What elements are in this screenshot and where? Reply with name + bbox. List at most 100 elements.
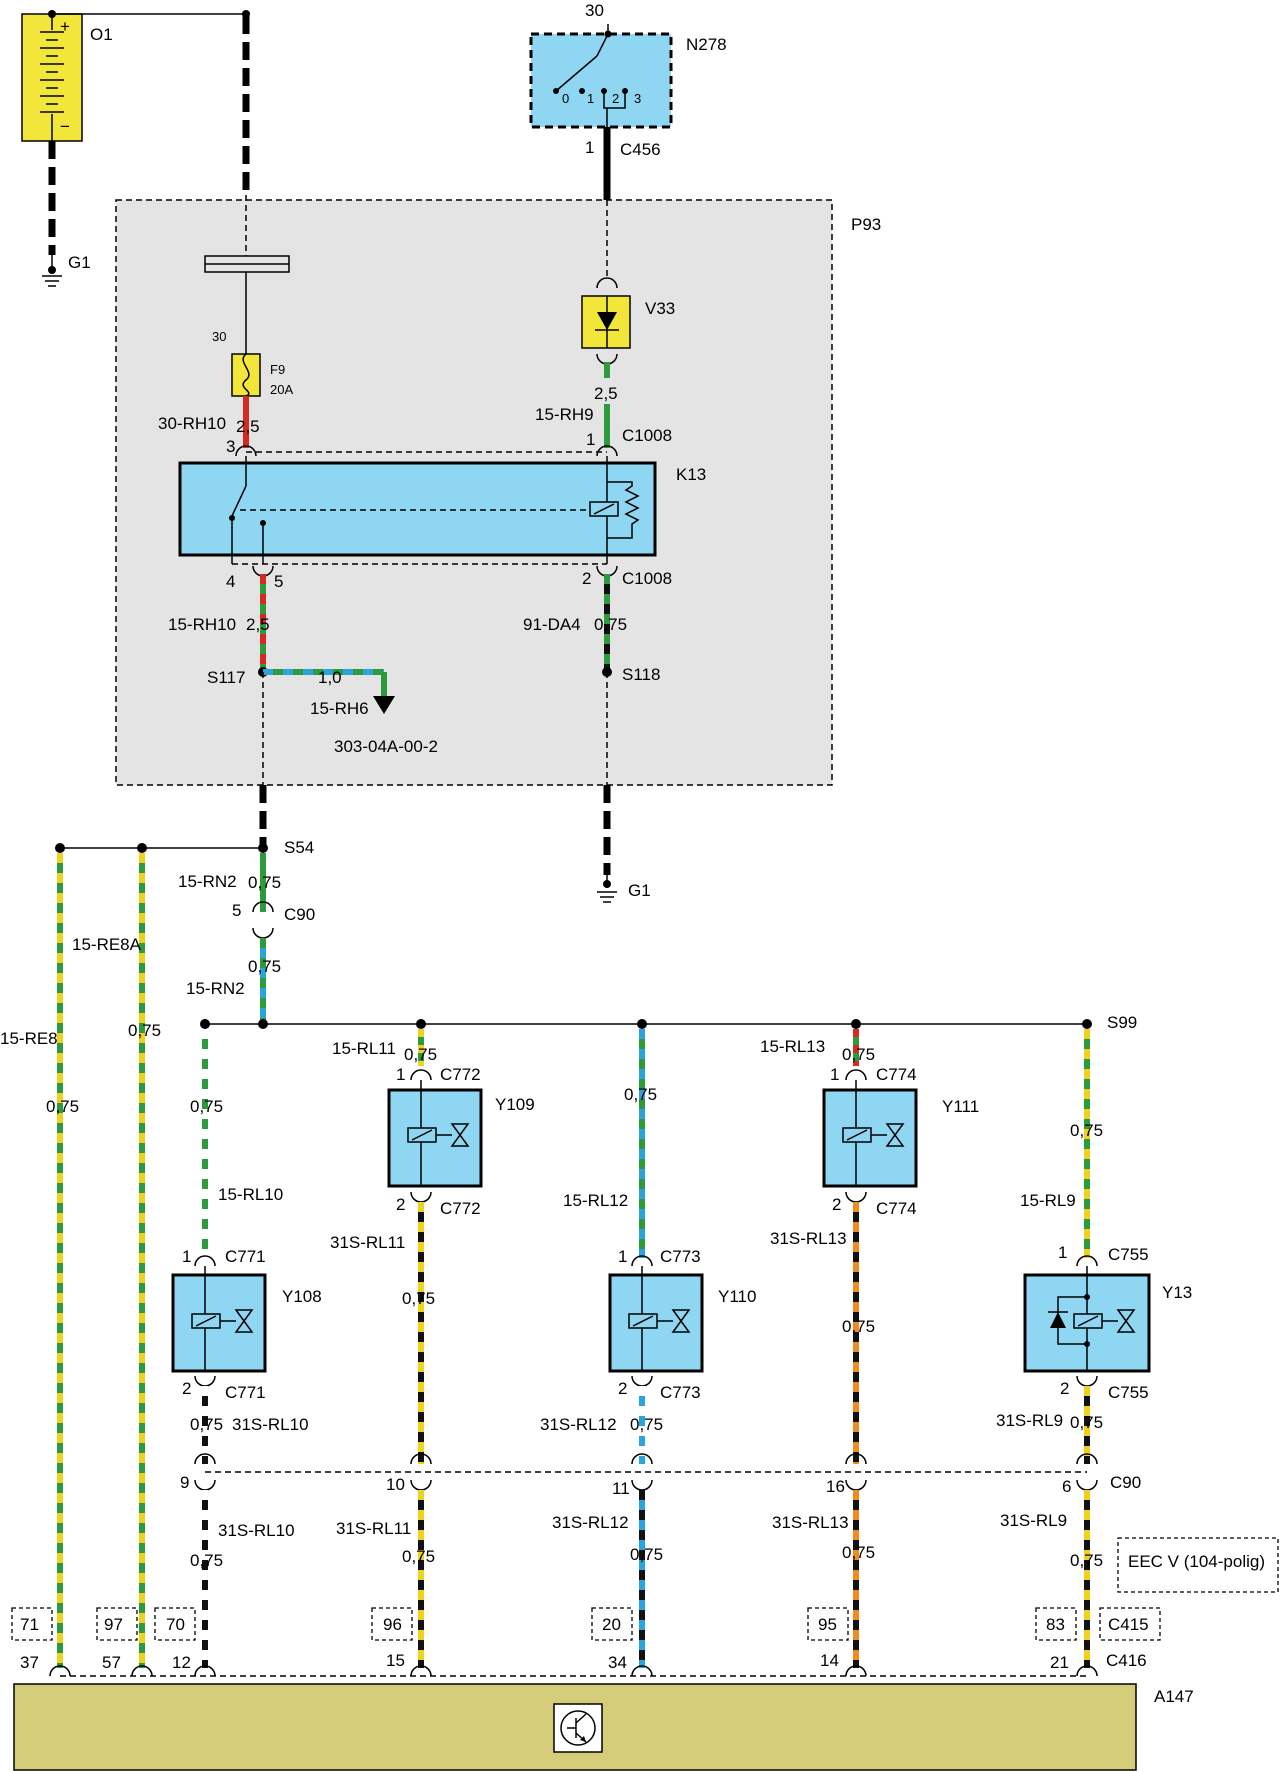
eec-pin-83: 83 <box>1046 1615 1065 1634</box>
c771-top-label: C771 <box>225 1247 266 1266</box>
c773-top-label: C773 <box>660 1247 701 1266</box>
ecu-pin-34: 34 <box>608 1653 627 1672</box>
valve-y13-label: Y13 <box>1162 1283 1192 1302</box>
c90-pin-9: 9 <box>180 1473 189 1492</box>
switch-pos-0: 0 <box>562 91 569 106</box>
c773-bottom-label: C773 <box>660 1383 701 1402</box>
wire-15rl9-label: 15-RL9 <box>1020 1191 1076 1210</box>
c90-pin-5: 5 <box>232 901 241 920</box>
ecu-type-label: EEC V (104-polig) <box>1128 1552 1265 1571</box>
switch-pos-3: 3 <box>634 91 641 106</box>
y13-pin-2: 2 <box>1060 1379 1069 1398</box>
wire-15rh6-label: 15-RH6 <box>310 699 369 718</box>
ecu-a147-label: A147 <box>1154 1687 1194 1706</box>
eec-pin-95: 95 <box>818 1615 837 1634</box>
y13-pin-1: 1 <box>1058 1243 1067 1262</box>
splice-s99-label: S99 <box>1107 1013 1137 1032</box>
size-075-rl11: 0,75 <box>404 1045 437 1064</box>
diode-v33-label: V33 <box>645 299 675 318</box>
c1008-bottom-label: C1008 <box>622 569 672 588</box>
y109-pin-2: 2 <box>396 1195 405 1214</box>
c774-top-label: C774 <box>876 1065 917 1084</box>
wire-31srl11-b-label: 31S-RL11 <box>336 1519 411 1538</box>
ignition-switch-label: N278 <box>686 35 727 54</box>
wire-31srl10-b-label: 31S-RL10 <box>218 1521 295 1540</box>
ground-g1-mid-label: G1 <box>628 881 651 900</box>
wire-15rl13-label: 15-RL13 <box>760 1037 825 1056</box>
eec-pin-70: 70 <box>166 1615 185 1634</box>
k13-pin-5: 5 <box>274 572 283 591</box>
valve-y109-label: Y109 <box>495 1095 535 1114</box>
wire-31srl12-b-label: 31S-RL12 <box>552 1513 629 1532</box>
valve-y110 <box>608 1273 704 1373</box>
size-075-y108b: 0,75 <box>190 1415 223 1434</box>
wire-15rn2-b-label: 15-RN2 <box>186 979 245 998</box>
eec-pin-20: 20 <box>602 1615 621 1634</box>
wire-15rh9-label: 15-RH9 <box>535 405 594 424</box>
size-075-rl13: 0,75 <box>842 1045 875 1064</box>
y110-pin-1: 1 <box>618 1247 627 1266</box>
size-075-e13: 0,75 <box>842 1543 875 1562</box>
wire-31srl9-b-label: 31S-RL9 <box>1000 1511 1067 1530</box>
c90-pin-6: 6 <box>1062 1477 1071 1496</box>
wire-31srl12-a-label: 31S-RL12 <box>540 1415 617 1434</box>
ecu-pin-21: 21 <box>1050 1653 1069 1672</box>
c90-pin-10: 10 <box>386 1475 405 1494</box>
size-075-e12: 0,75 <box>630 1545 663 1564</box>
ignition-switch-terminal: 30 <box>585 1 604 20</box>
ecu-pin-14: 14 <box>820 1651 839 1670</box>
valve-y108-label: Y108 <box>282 1287 322 1306</box>
c755-top-label: C755 <box>1108 1245 1149 1264</box>
c415-label: C415 <box>1108 1615 1149 1634</box>
ground-symbol-top <box>42 255 62 287</box>
size-075-rl12: 0,75 <box>624 1085 657 1104</box>
k13-pin-4: 4 <box>226 572 235 591</box>
size-075-a: 0,75 <box>594 615 627 634</box>
ecu-pin-12: 12 <box>172 1653 191 1672</box>
size-075-y109b: 0,75 <box>402 1289 435 1308</box>
fuse-f9-rating: 20A <box>270 382 293 397</box>
valve-y111-label: Y111 <box>942 1097 979 1116</box>
relay-k13 <box>178 461 657 557</box>
eec-pin-71: 71 <box>20 1615 39 1634</box>
size-075-e10: 0,75 <box>190 1551 223 1570</box>
wire-31srl10-a-label: 31S-RL10 <box>232 1415 309 1434</box>
battery-plus-sign: + <box>60 17 70 36</box>
ecu-pin-15: 15 <box>386 1651 405 1670</box>
ground-symbol-mid <box>597 875 617 903</box>
wire-31srl13-b-label: 31S-RL13 <box>772 1513 849 1532</box>
wire-31srl9-a-label: 31S-RL9 <box>996 1411 1063 1430</box>
y111-pin-2: 2 <box>832 1195 841 1214</box>
wire-15re8-label: 15-RE8 <box>0 1029 58 1048</box>
c755-bottom-label: C755 <box>1108 1383 1149 1402</box>
wire-31srl11-a-label: 31S-RL11 <box>330 1233 405 1252</box>
ecu-pin-57: 57 <box>102 1653 121 1672</box>
ecu-pin-37: 37 <box>20 1653 39 1672</box>
c90-top-label: C90 <box>284 905 315 924</box>
battery-label: O1 <box>90 25 113 44</box>
wire-15rl11-label: 15-RL11 <box>332 1039 396 1058</box>
size-075-rl9: 0,75 <box>1070 1121 1103 1140</box>
size-075-y13b: 0,75 <box>1070 1413 1103 1432</box>
k13-pin-2: 2 <box>582 569 591 588</box>
size-075-re8: 0,75 <box>46 1097 79 1116</box>
ground-g1-top-label: G1 <box>68 253 91 272</box>
c771-bottom-label: C771 <box>225 1383 266 1402</box>
size-075-rn2b: 0,75 <box>248 957 281 976</box>
size-075-rl10: 0,75 <box>190 1097 223 1116</box>
size-075-e11: 0,75 <box>402 1547 435 1566</box>
c772-top-label: C772 <box>440 1065 481 1084</box>
c90-pin-11: 11 <box>612 1479 630 1498</box>
k13-pin-3: 3 <box>226 437 235 456</box>
wire-15rn2-a-label: 15-RN2 <box>178 872 237 891</box>
size-075-re8a: 0,75 <box>128 1021 161 1040</box>
y108-pin-1: 1 <box>182 1247 191 1266</box>
wire-15rl12-label: 15-RL12 <box>563 1191 628 1210</box>
c456-label: C456 <box>620 140 661 159</box>
c1008-top-label: C1008 <box>622 426 672 445</box>
wire-15rl10-label: 15-RL10 <box>218 1185 283 1204</box>
y109-pin-1: 1 <box>396 1065 405 1084</box>
c90-pin-16: 16 <box>826 1477 845 1496</box>
y110-pin-2: 2 <box>618 1379 627 1398</box>
eec-pin-96: 96 <box>383 1615 402 1634</box>
